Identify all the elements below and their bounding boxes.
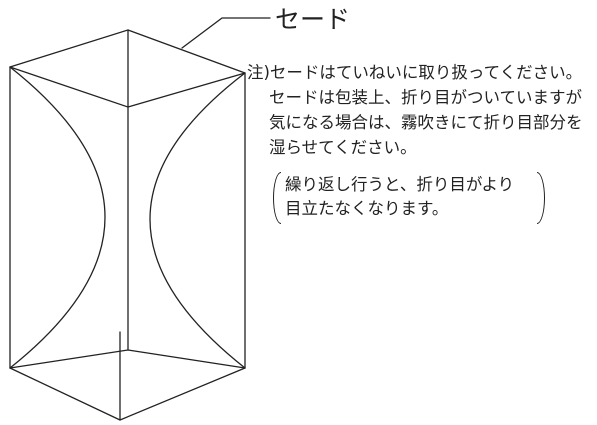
care-note: 注)セードはていねいに取り扱ってください。 セードは包装上、折り目がついています… (247, 60, 583, 160)
care-note-line: 注)セードはていねいに取り扱ってください。 (247, 63, 583, 82)
right-parenthesis (537, 172, 545, 224)
left-parenthesis (273, 172, 281, 224)
shade-leader-line (181, 17, 271, 49)
crease-left (9, 66, 106, 369)
shade-bottom-right-edge (127, 349, 246, 369)
shade-bottom-left-edge (9, 349, 129, 369)
shade-label: セード (275, 5, 351, 34)
care-note-line: 気になる場合は、霧吹きにて折り目部分を (269, 113, 583, 132)
repeat-note-text: 繰り返し行うと、折り目がより 目立たなくなります。 (285, 173, 514, 221)
repeat-note-line: 目立たなくなります。 (285, 199, 449, 218)
repeat-note: 繰り返し行うと、折り目がより 目立たなくなります。 (273, 172, 545, 224)
repeat-note-line: 繰り返し行うと、折り目がより (285, 175, 515, 194)
crease-right (149, 72, 246, 369)
shade-top-right-edge (127, 72, 246, 108)
care-note-line: セードは包装上、折り目がついていますが (269, 88, 583, 107)
shade-top-left-edge (9, 66, 129, 108)
care-note-line: 湿らせてください。 (269, 138, 417, 157)
